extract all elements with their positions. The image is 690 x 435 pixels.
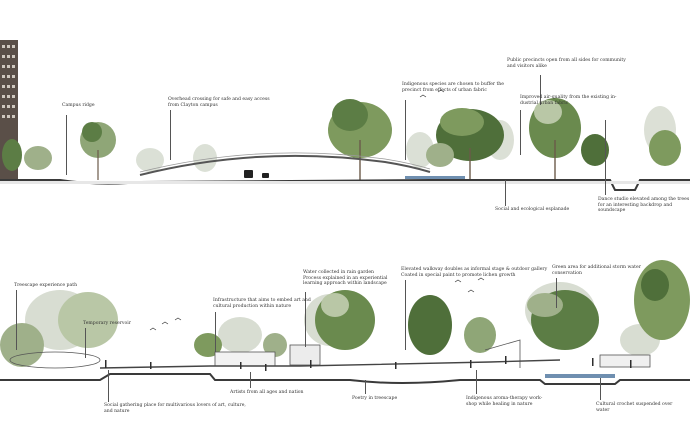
people — [105, 356, 632, 371]
elevated-walkway — [99, 359, 561, 369]
leader-temporary-reservoir — [85, 328, 86, 358]
leader-treescape-path — [16, 290, 17, 350]
leader-water-rain-garden — [305, 292, 306, 347]
label-aroma-therapy: Indigenous aroma-therapy work- shop whil… — [466, 396, 543, 407]
leader-green-area — [556, 278, 557, 308]
overhead-crossing-bridge — [139, 152, 431, 176]
label-green-area: Green area for additional storm water co… — [552, 265, 641, 276]
birds — [149, 89, 485, 331]
leader-overhead-crossing — [170, 110, 171, 160]
leader-dance-studio — [605, 120, 606, 195]
label-social-esplanade: Social and ecological esplanade — [495, 207, 570, 212]
leader-elevated-walkway — [405, 280, 406, 350]
leader-public-precincts — [540, 75, 541, 105]
leader-poetry — [365, 380, 366, 394]
top-water — [405, 176, 465, 179]
bottom-ground-line — [0, 373, 690, 385]
bottom-structures — [9, 339, 651, 369]
label-dance-studio: Dance studio elevated among the trees fo… — [598, 197, 690, 214]
leader-social-gathering — [108, 370, 109, 402]
leader-artists — [250, 372, 251, 388]
bottom-water — [545, 374, 615, 378]
top-left-trees — [2, 122, 116, 180]
label-artists: Artists from all ages and nation — [230, 390, 304, 395]
label-infrastructure: Infrastructure that aims to embed art an… — [213, 298, 311, 309]
vehicles — [244, 170, 269, 178]
leader-social-esplanade — [505, 180, 506, 206]
bottom-trees — [0, 260, 690, 367]
top-ground-fill — [0, 181, 690, 184]
label-cultural-crochet: Cultural crochet suspended over water — [596, 402, 673, 413]
label-public-precincts: Public precincts open from all sides for… — [507, 58, 626, 69]
label-elevated-walkway: Elevated walkway doubles as informal sta… — [401, 267, 548, 278]
label-water-rain-garden: Water collected in rain garden Process e… — [303, 270, 388, 287]
leader-aroma-therapy — [476, 370, 477, 394]
top-section — [0, 40, 690, 191]
label-poetry: Poetry in treescape — [352, 396, 398, 401]
bottom-section — [0, 89, 690, 385]
leader-air-quality — [520, 110, 521, 155]
label-temporary-reservoir: Temporary reservoir — [83, 321, 131, 326]
label-campus-ridge: Campus ridge — [62, 103, 95, 108]
label-overhead-crossing: Overhead crossing for safe and easy acce… — [168, 97, 270, 108]
label-treescape-path: Treescape experience path — [14, 283, 78, 288]
label-indigenous-species: Indigenous species are chosen to buffer … — [402, 82, 504, 93]
label-social-gathering: Social gathering place for multivarious … — [104, 403, 246, 414]
leader-cultural-crochet — [600, 378, 601, 400]
top-right-trees — [328, 98, 681, 180]
leader-infrastructure — [215, 312, 216, 352]
leader-campus-ridge — [66, 115, 67, 175]
leader-indigenous-species — [405, 100, 406, 160]
label-air-quality: Improved air-quality from the existing i… — [520, 95, 617, 106]
